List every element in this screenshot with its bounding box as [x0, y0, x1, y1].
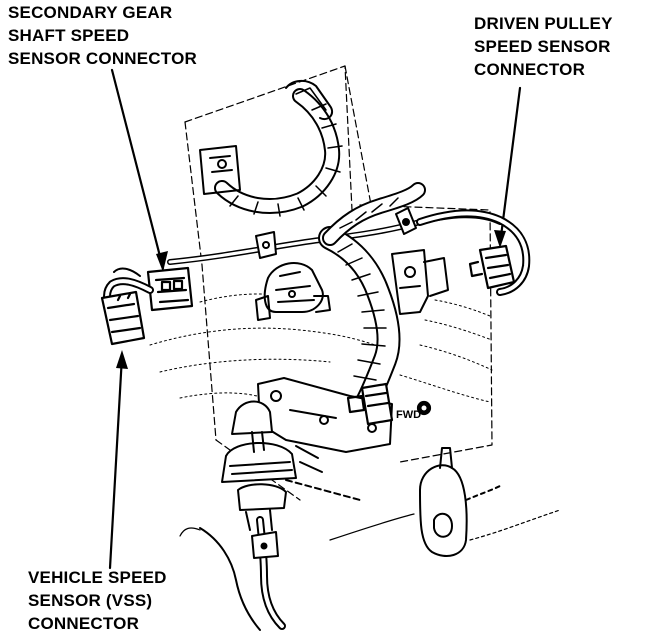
- label-line: CONNECTOR: [28, 614, 140, 633]
- label-line: CONNECTOR: [474, 60, 586, 79]
- vehicle-speed-sensor-assembly: [221, 400, 361, 531]
- vehicle-speed-sensor-connector-label: VEHICLE SPEED SENSOR (VSS) CONNECTOR: [28, 566, 167, 635]
- callout-arrowheads: [116, 230, 506, 369]
- upper-harness-loop: [214, 80, 343, 217]
- case-contour-lines: [149, 293, 493, 403]
- label-line: VEHICLE SPEED: [28, 568, 167, 587]
- driven-pulley-wire: [416, 209, 531, 296]
- right-side-bracket: [391, 249, 449, 315]
- driven-pulley-speed-sensor-connector-label: DRIVEN PULLEY SPEED SENSOR CONNECTOR: [474, 12, 613, 81]
- lower-speed-sensor: [346, 382, 432, 426]
- vehicle-speed-sensor-connector: [100, 290, 146, 346]
- fwd-mark-text: FWD: [396, 409, 421, 421]
- harness-clips: [255, 207, 417, 259]
- secondary-gear-shaft-speed-sensor-connector: [146, 266, 194, 312]
- center-solenoid-body: [255, 262, 331, 321]
- secondary-gear-shaft-speed-sensor-connector-label: SECONDARY GEAR SHAFT SPEED SENSOR CONNEC…: [8, 1, 197, 70]
- label-line: SENSOR (VSS): [28, 591, 153, 610]
- label-line: SHAFT SPEED: [8, 26, 130, 45]
- upper-mounting-bracket: [199, 145, 241, 195]
- lower-wire-run: [199, 516, 286, 631]
- filler-tube-housing: [419, 447, 501, 557]
- label-line: SENSOR CONNECTOR: [8, 49, 197, 68]
- driven-pulley-speed-sensor-connector: [468, 244, 516, 290]
- label-line: DRIVEN PULLEY: [474, 14, 613, 33]
- main-wire-harness: [167, 182, 503, 412]
- lower-frame-lines: [179, 509, 561, 541]
- label-line: SECONDARY GEAR: [8, 3, 173, 22]
- label-line: SPEED SENSOR: [474, 37, 611, 56]
